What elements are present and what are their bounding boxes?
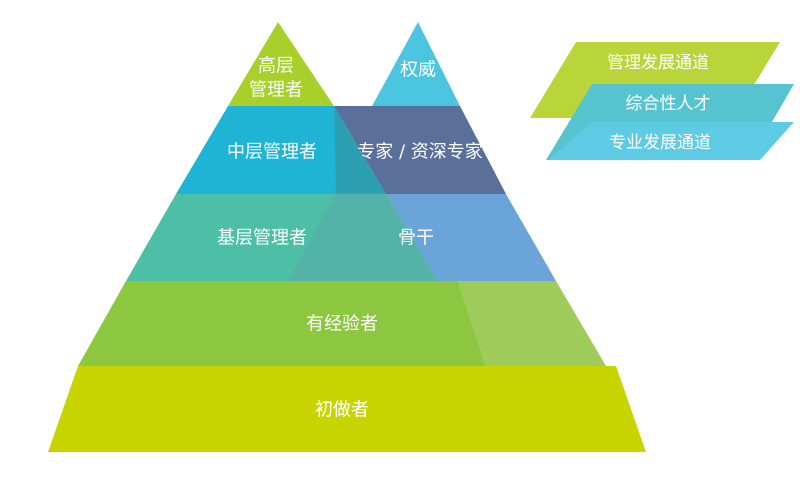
expert-overlap-band [334, 106, 386, 194]
level3-label: 基层管理者 [217, 228, 307, 249]
backbone-band [386, 194, 556, 281]
legend-professional-label: 专业发展通道 [609, 133, 711, 153]
level1-band [48, 366, 646, 452]
legend-composite-label: 综合性人才 [626, 94, 711, 114]
authority-band [372, 22, 460, 106]
backbone-overlap-band [288, 194, 438, 281]
expert-band [334, 106, 506, 194]
experienced-right-band [458, 281, 606, 366]
level2-band [78, 281, 486, 366]
authority-label: 权威 [400, 60, 436, 81]
level5-label-line2: 管理者 [249, 80, 303, 101]
legend-professional-bar [548, 122, 794, 160]
level1-label: 初做者 [315, 400, 369, 421]
legend-management-label: 管理发展通道 [607, 53, 709, 73]
level4-label: 中层管理者 [227, 142, 317, 163]
level2-label: 有经验者 [306, 314, 378, 335]
expert-label: 专家 / 资深专家 [357, 142, 483, 163]
level5-label-line1: 高层 [258, 56, 294, 77]
level4-band [176, 106, 386, 194]
backbone-label: 骨干 [398, 228, 434, 249]
level5-band [228, 22, 334, 106]
